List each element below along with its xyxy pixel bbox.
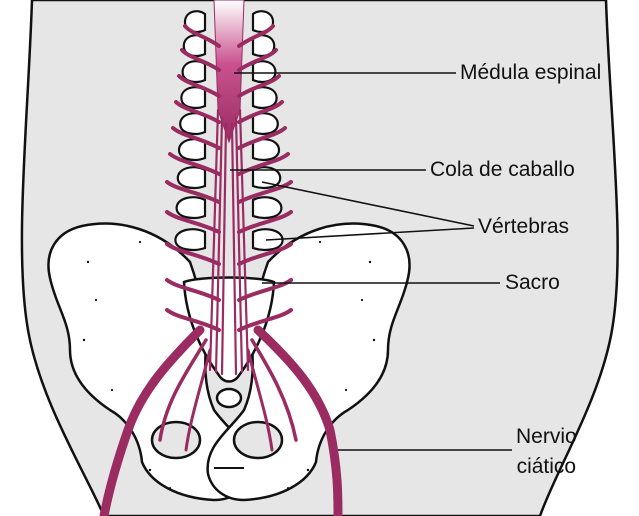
- label-sacro: Sacro: [505, 271, 560, 295]
- vertebra-9-left: [175, 229, 205, 250]
- label-cola-de-caballo: Cola de caballo: [430, 158, 575, 182]
- vertebra-4-left: [181, 87, 205, 108]
- vertebra-4-right: [253, 87, 277, 108]
- label-nervio-line2: ciático: [516, 452, 577, 482]
- coccyx: [217, 389, 241, 407]
- label-nervio-line1: Nervio: [516, 422, 577, 452]
- label-vertebras: Vértebras: [478, 215, 569, 239]
- label-nervio-ciatico: Nervio ciático: [516, 422, 577, 482]
- vertebra-5-left: [180, 113, 205, 134]
- obturator-right: [234, 422, 282, 458]
- vertebra-5-right: [253, 113, 278, 134]
- vertebra-8-right: [253, 197, 281, 218]
- vertebra-7-left: [178, 167, 205, 188]
- vertebra-8-left: [177, 197, 205, 218]
- label-medula-espinal: Médula espinal: [460, 61, 601, 85]
